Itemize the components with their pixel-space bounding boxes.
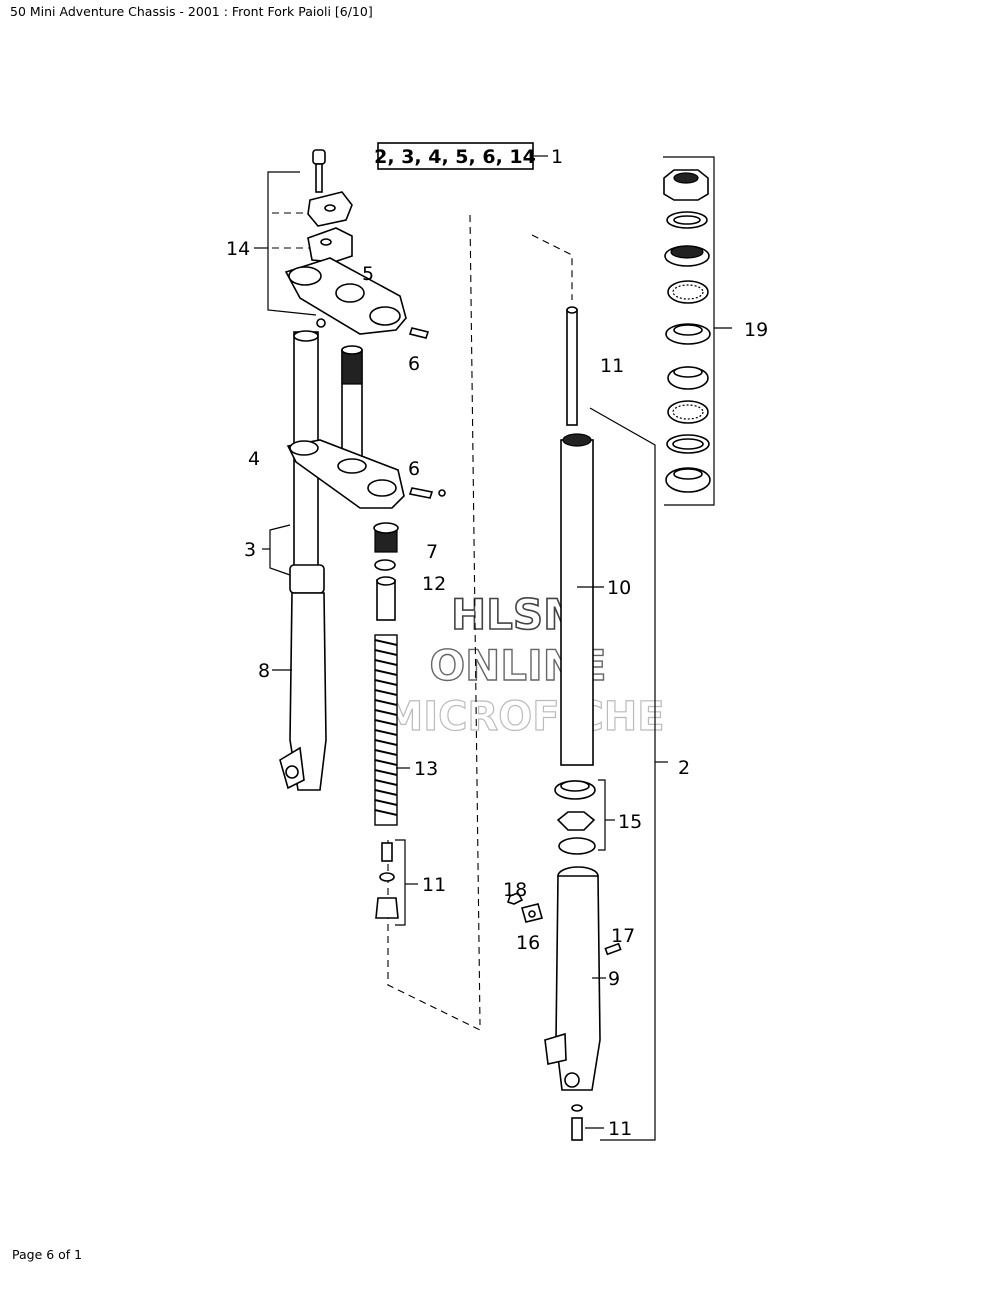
left-outer-leg	[279, 564, 327, 791]
callout-4: 4	[248, 448, 260, 470]
kit-box-ref: 1	[551, 146, 563, 168]
callout-14: 14	[226, 238, 250, 260]
callouts: 14 5 6 4 6 3 7 12 8 13 11 11 10 2 15 18 …	[226, 238, 768, 1140]
callout-6-upper: 6	[408, 353, 420, 375]
callout-11-rod: 11	[600, 355, 624, 377]
bracket-14	[267, 171, 317, 316]
callout-12: 12	[422, 573, 446, 595]
callout-19: 19	[744, 319, 768, 341]
callout-11-left: 11	[422, 874, 446, 896]
callout-17: 17	[611, 925, 635, 947]
callout-6-lower: 6	[408, 458, 420, 480]
watermark-line3: MICROFICHE	[383, 694, 664, 740]
callout-15: 15	[618, 811, 642, 833]
right-outer-leg	[544, 866, 601, 1141]
assembly-dash-lines	[387, 214, 573, 1031]
callout-7: 7	[426, 541, 438, 563]
callout-2: 2	[678, 757, 690, 779]
callout-3: 3	[244, 539, 256, 561]
callout-10: 10	[607, 577, 631, 599]
leader-lines	[254, 247, 615, 1129]
upper-clamp	[307, 149, 353, 263]
callout-13: 13	[414, 758, 438, 780]
damper-rod-right	[566, 306, 578, 426]
callout-16: 16	[516, 932, 540, 954]
seals-15	[554, 779, 606, 855]
inner-tube-right	[560, 433, 594, 766]
watermark: HLSM ONLINE MICROFICHE	[383, 589, 665, 740]
callout-18: 18	[503, 879, 527, 901]
callout-11-bottom: 11	[608, 1118, 632, 1140]
kit-box-text: 2, 3, 4, 5, 6, 14	[374, 146, 536, 168]
steering-bearings	[663, 156, 732, 506]
callout-9: 9	[608, 968, 620, 990]
top-triple-clamp	[284, 257, 430, 339]
kit-box: 2, 3, 4, 5, 6, 14 1	[374, 142, 563, 170]
callout-5: 5	[362, 263, 374, 285]
bracket-3	[262, 524, 291, 576]
small-hardware	[506, 892, 622, 956]
lower-triple-clamp	[286, 439, 446, 509]
fork-cap-parts	[373, 522, 399, 621]
bracket-2	[589, 407, 668, 1141]
callout-8: 8	[258, 660, 270, 682]
damper-parts-left	[375, 839, 406, 926]
fork-spring	[374, 634, 398, 826]
page-footer: Page 6 of 1	[12, 1247, 83, 1262]
page-title: 50 Mini Adventure Chassis - 2001 : Front…	[10, 4, 373, 19]
